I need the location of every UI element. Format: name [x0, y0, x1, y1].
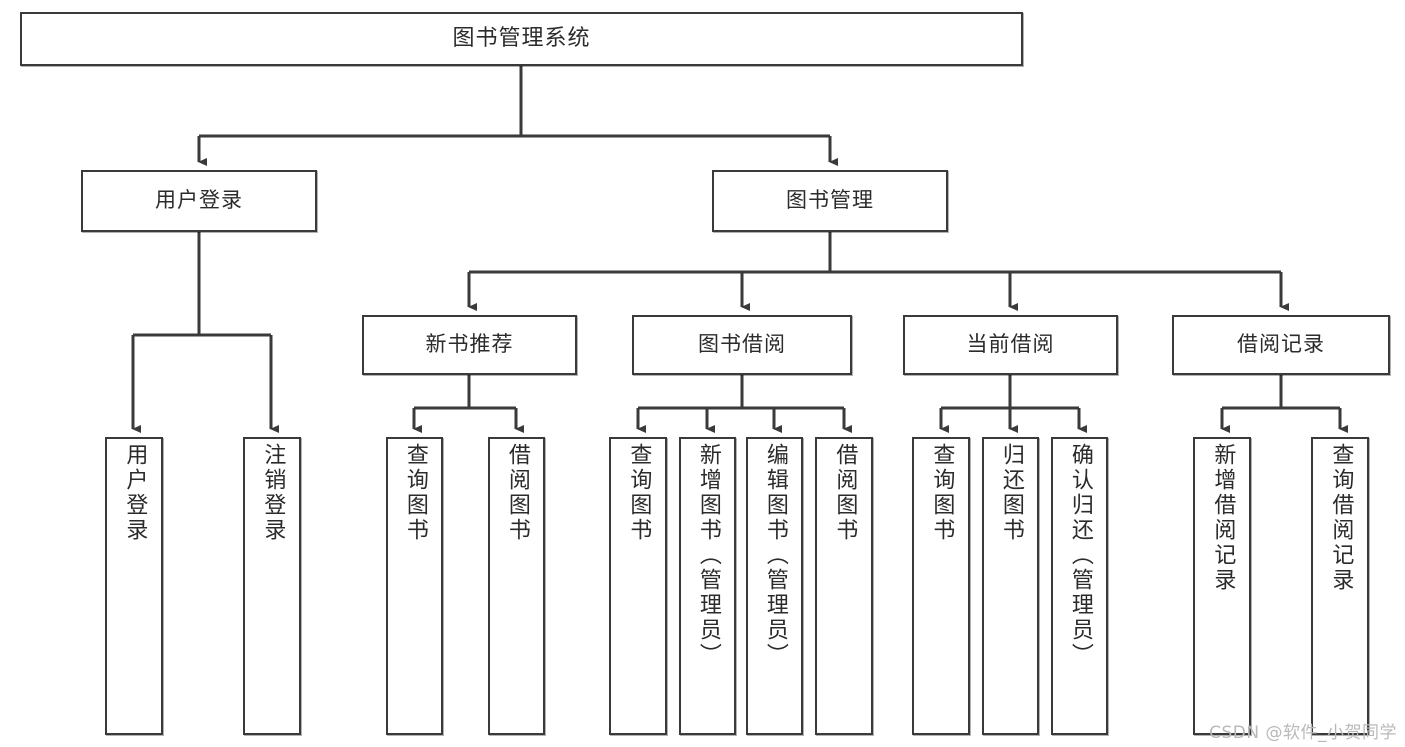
node-label: 查询图书 [402, 443, 428, 543]
node-leaf-edit-book-admin[interactable]: 编辑图书（管理员） [746, 437, 803, 735]
node-label: 图书管理系统 [452, 25, 591, 51]
node-leaf-borrow-book-recommend[interactable]: 借阅图书 [488, 437, 545, 735]
node-leaf-query-book-borrow[interactable]: 查询图书 [609, 437, 667, 735]
node-leaf-borrow-book[interactable]: 借阅图书 [815, 437, 873, 735]
node-leaf-query-borrow-record[interactable]: 查询借阅记录 [1311, 437, 1369, 735]
node-leaf-return-book[interactable]: 归还图书 [982, 437, 1039, 735]
node-label: 查询图书 [929, 443, 955, 543]
node-label: 查询图书 [626, 443, 652, 543]
node-borrow-record[interactable]: 借阅记录 [1172, 315, 1390, 375]
node-leaf-query-book-recommend[interactable]: 查询图书 [386, 437, 443, 735]
node-label: 用户登录 [155, 188, 243, 213]
node-label: 借阅记录 [1237, 332, 1325, 357]
node-user-login[interactable]: 用户登录 [81, 170, 317, 232]
node-label: 查询借阅记录 [1328, 443, 1354, 593]
node-leaf-confirm-return-admin[interactable]: 确认归还（管理员） [1051, 437, 1108, 735]
node-label: 新书推荐 [425, 332, 514, 357]
node-label: 当前借阅 [966, 332, 1055, 357]
node-leaf-query-book-current[interactable]: 查询图书 [912, 437, 970, 735]
node-leaf-add-borrow-record[interactable]: 新增借阅记录 [1193, 437, 1251, 735]
node-book-borrow[interactable]: 图书借阅 [632, 315, 852, 375]
node-new-book-recommend[interactable]: 新书推荐 [362, 315, 577, 375]
node-label: 归还图书 [998, 443, 1024, 543]
node-label: 编辑图书（管理员） [762, 443, 788, 668]
node-label: 注销登录 [260, 443, 286, 543]
node-label: 确认归还（管理员） [1067, 443, 1093, 668]
watermark-text: CSDN @软件_小贺同学 [1209, 723, 1397, 743]
node-root-book-management-system[interactable]: 图书管理系统 [20, 12, 1023, 66]
node-label: 用户登录 [122, 443, 148, 543]
node-leaf-logout[interactable]: 注销登录 [243, 437, 301, 735]
node-label: 借阅图书 [504, 443, 530, 543]
node-book-management[interactable]: 图书管理 [712, 170, 948, 232]
node-leaf-user-login[interactable]: 用户登录 [105, 437, 163, 735]
node-label: 新增借阅记录 [1210, 443, 1236, 593]
node-current-borrow[interactable]: 当前借阅 [903, 315, 1118, 375]
node-label: 图书管理 [786, 188, 874, 213]
node-label: 借阅图书 [832, 443, 858, 543]
node-label: 新增图书（管理员） [695, 443, 721, 668]
node-leaf-add-book-admin[interactable]: 新增图书（管理员） [679, 437, 736, 735]
node-label: 图书借阅 [698, 332, 786, 357]
